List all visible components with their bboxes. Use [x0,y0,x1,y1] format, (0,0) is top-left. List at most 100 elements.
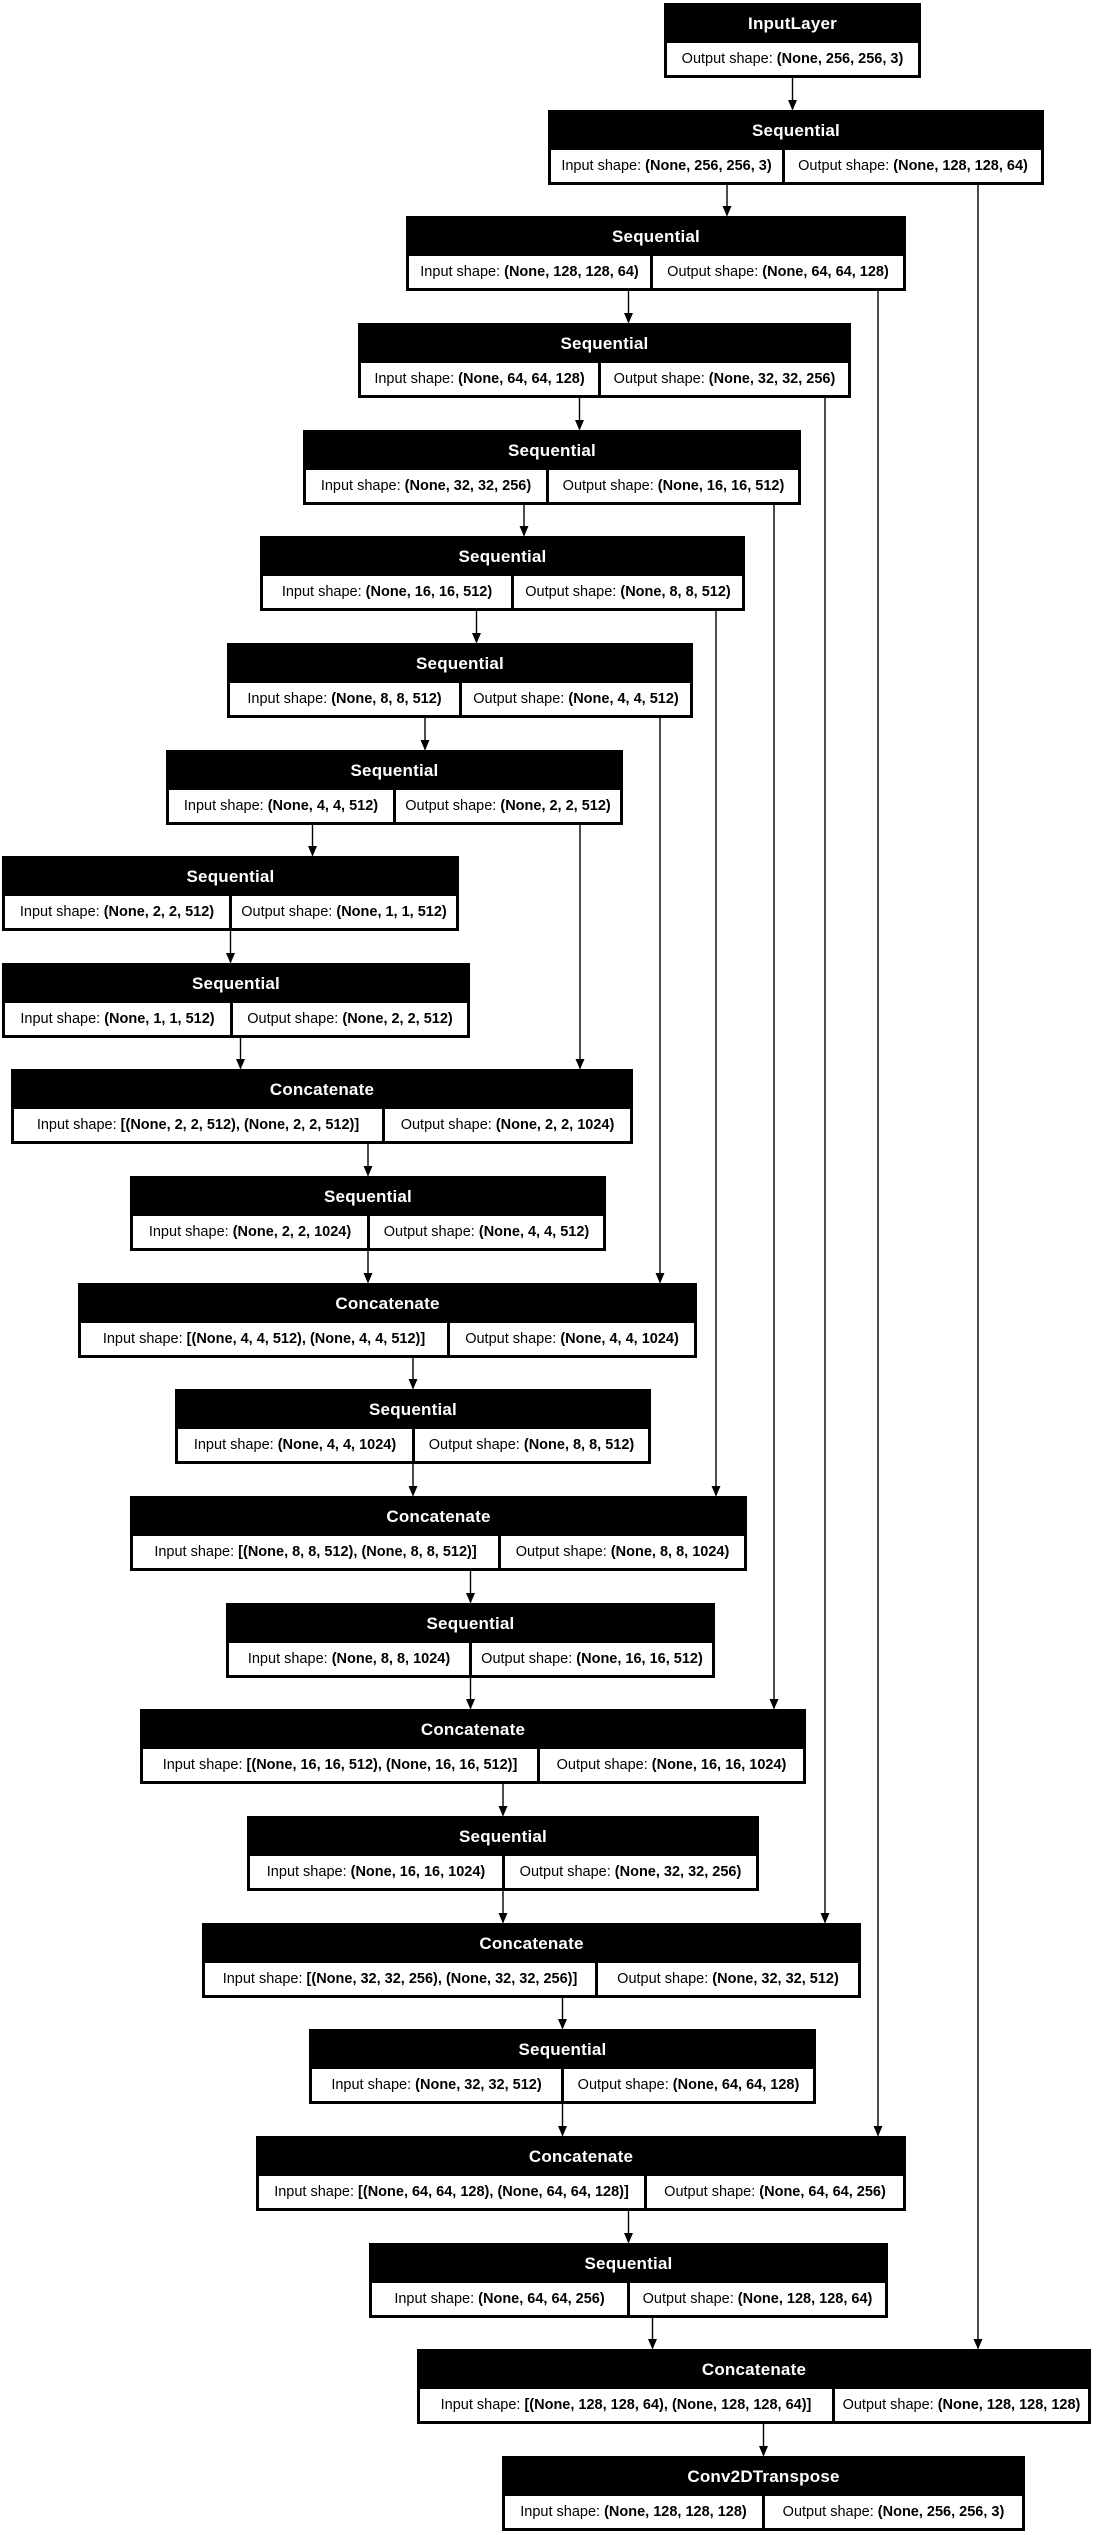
output-shape-prefix: Output shape: [519,1864,615,1880]
layer-title-bar: Sequential [359,324,850,363]
output-shape-value: (None, 128, 128, 64) [737,2291,873,2307]
layer-title-bar: Sequential [3,964,469,1003]
input-shape-cell: Input shape: (None, 32, 32, 256) [306,470,546,502]
shape-cells-row: Input shape: [(None, 128, 128, 64), (Non… [418,2389,1090,2423]
shape-cells-row: Input shape: [(None, 2, 2, 512), (None, … [12,1109,632,1143]
output-shape-value: (None, 8, 8, 1024) [610,1544,730,1560]
output-shape-prefix: Output shape: [428,1437,524,1453]
input-shape-value: [(None, 2, 2, 512), (None, 2, 2, 512)] [120,1117,360,1133]
shape-cells-row: Input shape: (None, 8, 8, 512)Output sha… [228,683,692,717]
input-shape-value: (None, 4, 4, 512) [267,798,379,814]
layer-title-bar: Sequential [261,537,744,576]
input-shape-prefix: Input shape: [281,584,366,600]
layer-title-bar: Concatenate [257,2137,905,2176]
input-shape-prefix: Input shape: [274,2184,359,2200]
layer-title-bar: Sequential [131,1177,605,1216]
output-shape-value: (None, 1, 1, 512) [336,904,447,920]
output-shape-cell: Output shape: (None, 32, 32, 256) [601,363,848,395]
output-shape-value: (None, 128, 128, 64) [893,158,1028,174]
input-shape-value: (None, 32, 32, 512) [415,2077,542,2093]
input-shape-prefix: Input shape: [374,371,459,387]
input-shape-value: (None, 2, 2, 512) [103,904,215,920]
output-shape-cell: Output shape: (None, 64, 64, 128) [653,256,903,288]
output-shape-cell: Output shape: (None, 4, 4, 512) [462,683,690,715]
input-shape-prefix: Input shape: [222,1971,307,1987]
output-shape-prefix: Output shape: [562,478,658,494]
output-shape-cell: Output shape: (None, 1, 1, 512) [232,896,456,928]
input-shape-prefix: Input shape: [193,1437,278,1453]
input-shape-cell: Input shape: [(None, 64, 64, 128), (None… [259,2176,644,2208]
input-shape-cell: Input shape: (None, 2, 2, 512) [5,896,229,928]
output-shape-value: (None, 16, 16, 1024) [651,1757,787,1773]
shape-cells-row: Input shape: (None, 2, 2, 1024)Output sh… [131,1216,605,1250]
layer-title-bar: Concatenate [203,1924,860,1963]
shape-cells-row: Input shape: (None, 64, 64, 256)Output s… [370,2283,887,2317]
output-shape-cell: Output shape: (None, 256, 256, 3) [667,43,918,75]
layer-title-bar: Sequential [310,2030,815,2069]
input-shape-value: [(None, 16, 16, 512), (None, 16, 16, 512… [246,1757,518,1773]
input-shape-cell: Input shape: (None, 8, 8, 512) [230,683,459,715]
output-shape-cell: Output shape: (None, 64, 64, 256) [647,2176,903,2208]
shape-cells-row: Input shape: (None, 4, 4, 1024) Output sh… [176,1429,650,1463]
shape-cells-row: Input shape: (None, 16, 16, 1024) Output … [248,1856,758,1890]
layer-type-label: Sequential [508,440,596,460]
output-shape-prefix: Output shape: [842,2397,938,2413]
output-shape-cell: Output shape: (None, 16, 16, 512) [472,1643,712,1675]
shape-cells-row: Input shape: (None, 64, 64, 128)Output s… [359,363,850,397]
layer-type-label: Sequential [518,2039,607,2059]
layer-type-label: Concatenate [386,1506,491,1526]
layer-type-label: Concatenate [701,2359,807,2379]
input-shape-value: (None, 16, 16, 512) [365,584,493,600]
shape-cells-row: Input shape: [(None, 16, 16, 512), (None… [141,1749,805,1783]
input-shape-cell: Input shape: (None, 16, 16, 1024) [250,1856,502,1888]
output-shape-prefix: Output shape: [247,1011,343,1027]
layer-title-bar: Concatenate [141,1710,805,1749]
layer-type-label: Conv2DTranspose [687,2466,840,2486]
input-shape-cell: Input shape: (None, 64, 64, 256) [372,2283,627,2315]
layer-title-bar: Concatenate [418,2350,1090,2389]
input-shape-cell: Input shape: (None, 256, 256, 3) [551,150,782,182]
output-shape-cell: Output shape: (None, 2, 2, 1024) [385,1109,630,1141]
input-shape-value: (None, 256, 256, 3) [645,158,772,174]
output-shape-prefix: Output shape: [681,51,777,67]
layer-type-label: Sequential [459,1826,547,1846]
output-shape-value: (None, 64, 64, 256) [759,2184,886,2200]
output-shape-cell: Output shape: (None, 128, 128, 64) [630,2283,885,2315]
layer-type-label: Sequential [612,226,700,246]
output-shape-prefix: Output shape: [577,2077,673,2093]
input-shape-value: (None, 1, 1, 512) [104,1011,215,1027]
output-shape-cell: Output shape: (None, 4, 4, 512) [370,1216,603,1248]
shape-cells-row: Input shape: (None, 32, 32, 256) Output s… [304,470,800,504]
output-shape-cell: Output shape: (None, 8, 8, 512) [514,576,742,608]
layer-type-label: Concatenate [335,1293,440,1313]
input-shape-cell: Input shape: (None, 8, 8, 1024) [229,1643,469,1675]
output-shape-prefix: Output shape: [642,2291,738,2307]
input-shape-value: [(None, 32, 32, 256), (None, 32, 32, 256… [306,1971,578,1987]
output-shape-prefix: Output shape: [383,1224,479,1240]
input-shape-cell: Input shape: (None, 4, 4, 1024) [178,1429,412,1461]
output-shape-prefix: Output shape: [617,1971,713,1987]
output-shape-value: (None, 128, 128, 128) [937,2397,1081,2413]
input-shape-value: (None, 64, 64, 256) [478,2291,605,2307]
layer-type-label: Sequential [426,1613,515,1633]
input-shape-value: (None, 8, 8, 1024) [331,1651,451,1667]
layer-type-label: Sequential [186,866,275,886]
output-shape-prefix: Output shape: [664,2184,760,2200]
output-shape-value: (None, 4, 4, 512) [568,691,679,707]
input-shape-cell: Input shape: (None, 128, 128, 128) [505,2496,762,2528]
output-shape-prefix: Output shape: [613,371,709,387]
input-shape-cell: Input shape: (None, 1, 1, 512) [5,1003,230,1035]
input-shape-value: (None, 4, 4, 1024) [277,1437,397,1453]
output-shape-prefix: Output shape: [465,1331,561,1347]
input-shape-value: (None, 8, 8, 512) [331,691,442,707]
